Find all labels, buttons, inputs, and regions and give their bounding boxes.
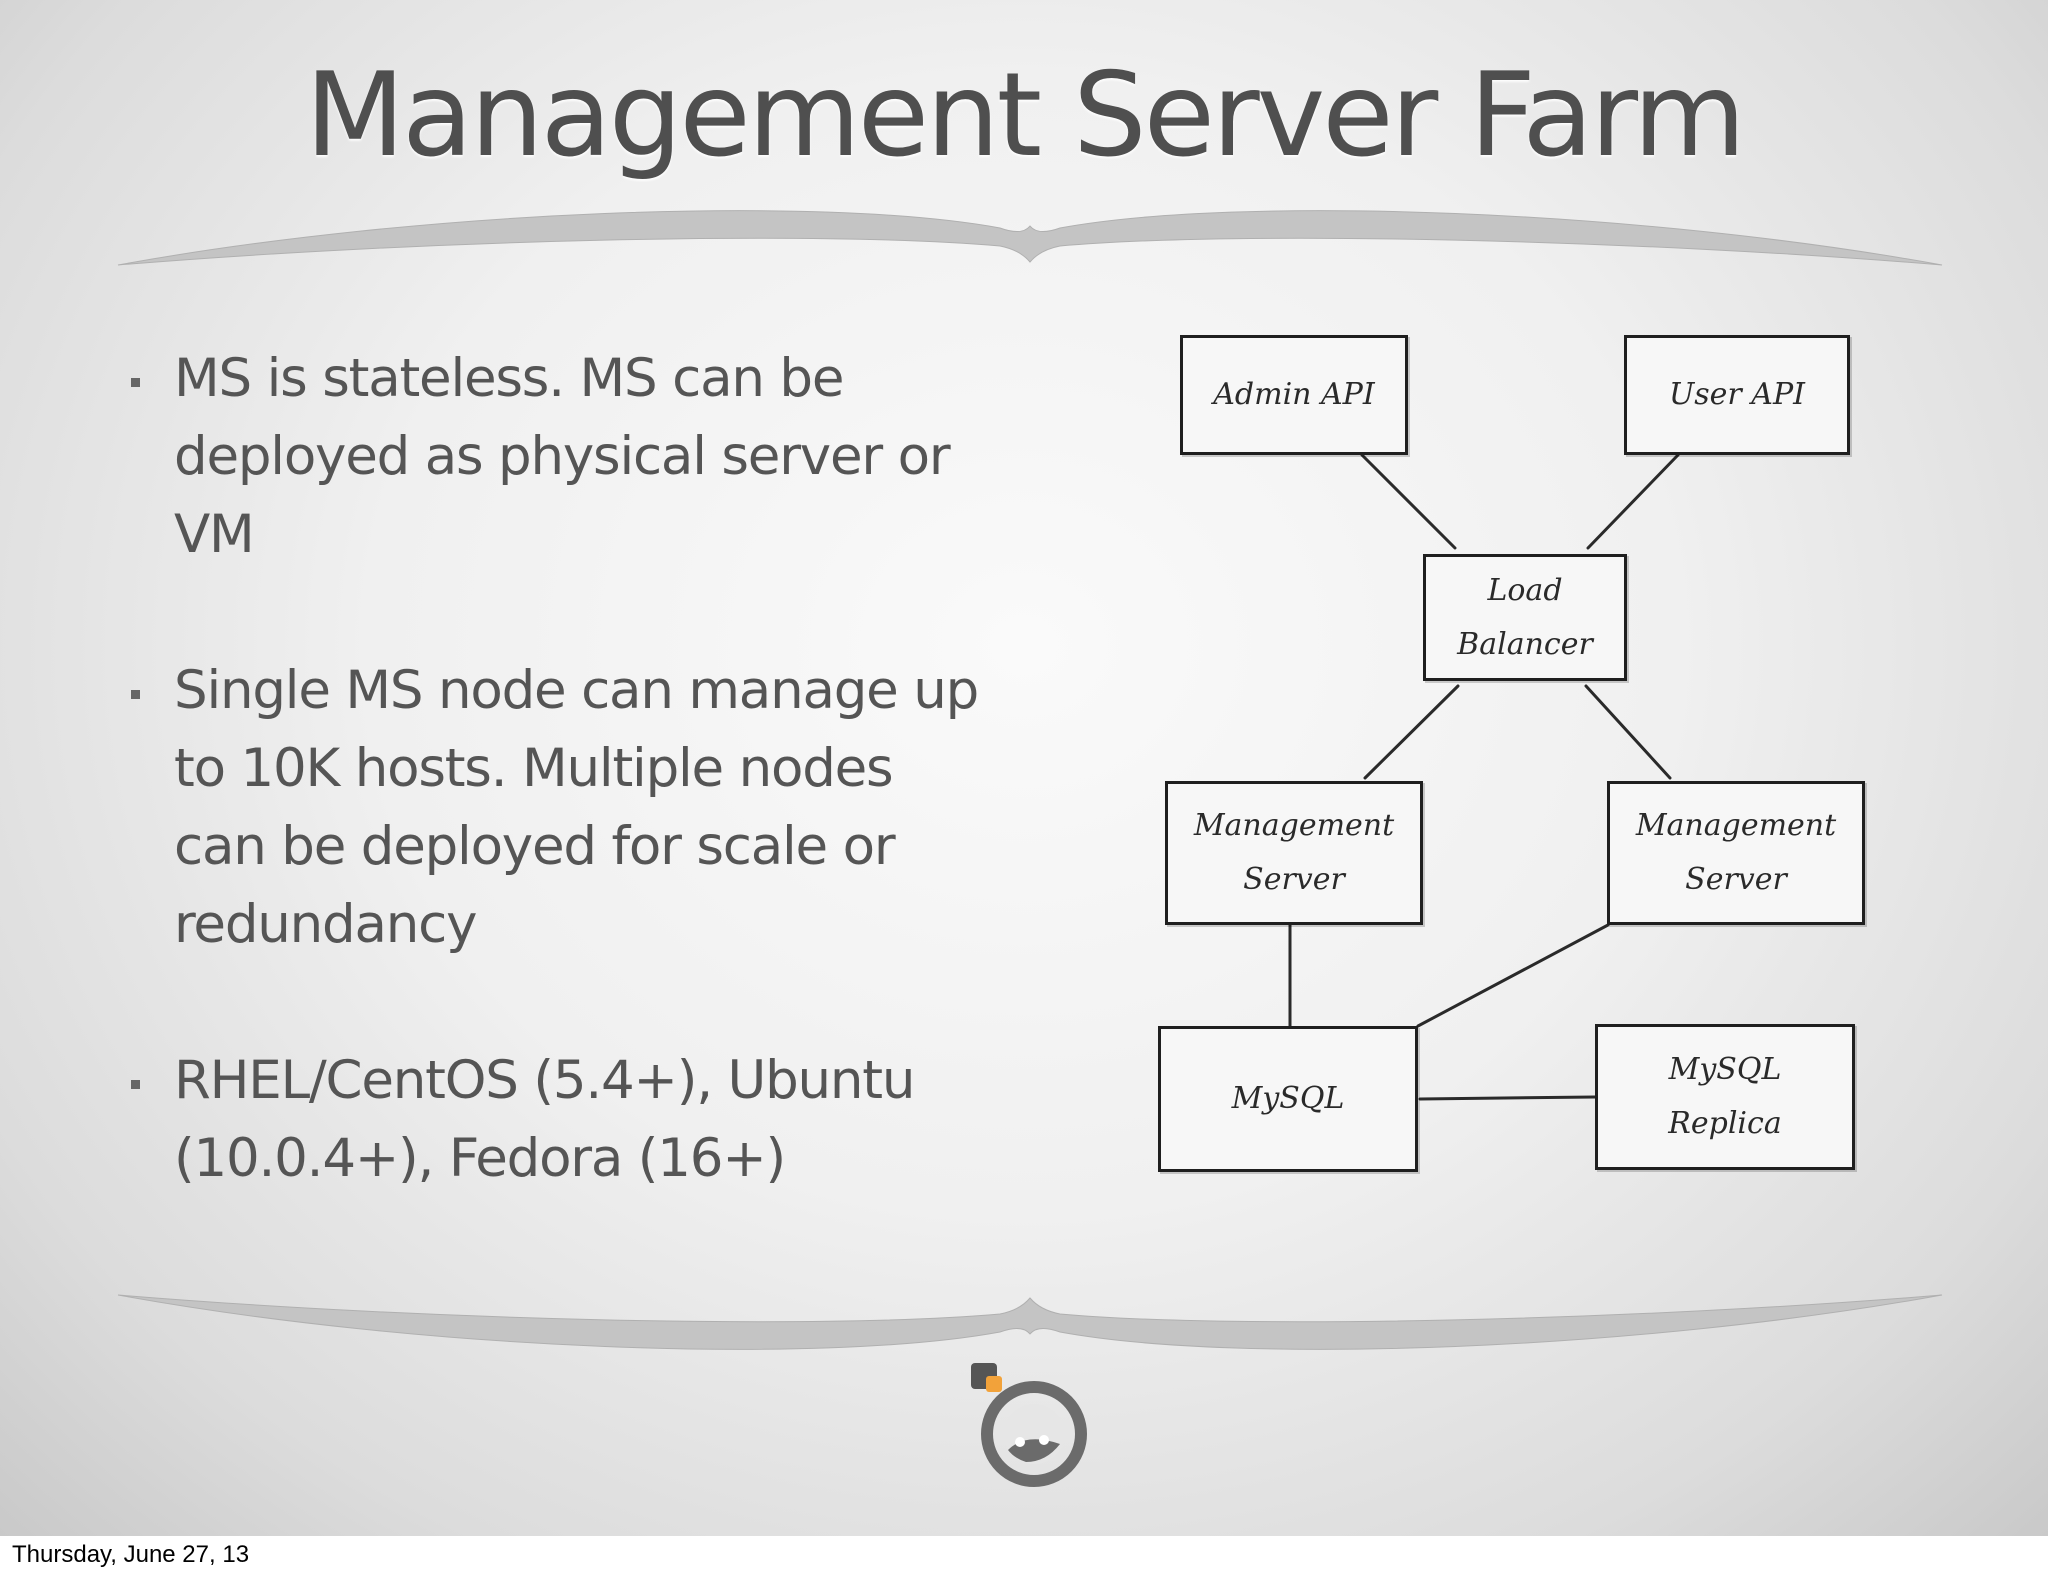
connector-mysql-to-mysql-replica xyxy=(1418,1095,1597,1101)
bullet-square-icon xyxy=(131,378,140,387)
bullet-text: Single MS node can manage up to 10K host… xyxy=(174,660,979,955)
connector-load-balancer-to-management-server-left xyxy=(1363,684,1460,780)
node-label: MySQL Replica xyxy=(1668,1052,1782,1141)
node-label: Load Balancer xyxy=(1457,572,1593,662)
bullet-item: RHEL/CentOS (5.4+), Ubuntu (10.0.4+), Fe… xyxy=(125,1042,985,1198)
connector-admin-api-to-load-balancer xyxy=(1360,453,1457,550)
cloudstack-logo-icon xyxy=(971,1363,1087,1487)
node-label: MySQL xyxy=(1231,1081,1345,1116)
node-management-server-left: Management Server xyxy=(1165,781,1423,925)
connector-load-balancer-to-management-server-right xyxy=(1584,684,1672,780)
connector-user-api-to-load-balancer xyxy=(1586,453,1680,550)
slide: Management Server Farm MS is stateless. … xyxy=(0,0,2048,1536)
node-label: Admin API xyxy=(1213,377,1375,412)
architecture-diagram: Admin API User API Load Balancer Managem… xyxy=(1140,320,1900,1190)
bottom-divider-brace xyxy=(117,1294,1943,1350)
node-mysql-replica: MySQL Replica xyxy=(1595,1024,1855,1170)
node-load-balancer: Load Balancer xyxy=(1423,554,1627,681)
bullet-item: Single MS node can manage up to 10K host… xyxy=(125,652,985,964)
node-label: Management Server xyxy=(1635,808,1837,897)
node-mysql: MySQL xyxy=(1158,1026,1418,1172)
bullet-square-icon xyxy=(131,1080,140,1089)
node-user-api: User API xyxy=(1624,335,1850,455)
node-label: Management Server xyxy=(1193,808,1395,897)
diagram-connectors xyxy=(1288,453,1680,1101)
bullet-item: MS is stateless. MS can be deployed as p… xyxy=(125,340,985,574)
bullet-text: MS is stateless. MS can be deployed as p… xyxy=(174,348,951,565)
bullet-text: RHEL/CentOS (5.4+), Ubuntu (10.0.4+), Fe… xyxy=(174,1050,915,1189)
bullet-square-icon xyxy=(131,690,140,699)
node-label: User API xyxy=(1668,377,1805,412)
connector-management-server-right-to-mysql xyxy=(1416,923,1610,1028)
node-admin-api: Admin API xyxy=(1180,335,1408,455)
slide-title: Management Server Farm xyxy=(304,48,1746,183)
bullet-list: MS is stateless. MS can be deployed as p… xyxy=(125,340,985,1276)
footer-date: Thursday, June 27, 13 xyxy=(12,1541,250,1568)
node-management-server-right: Management Server xyxy=(1607,781,1865,925)
top-divider-brace xyxy=(117,210,1943,266)
